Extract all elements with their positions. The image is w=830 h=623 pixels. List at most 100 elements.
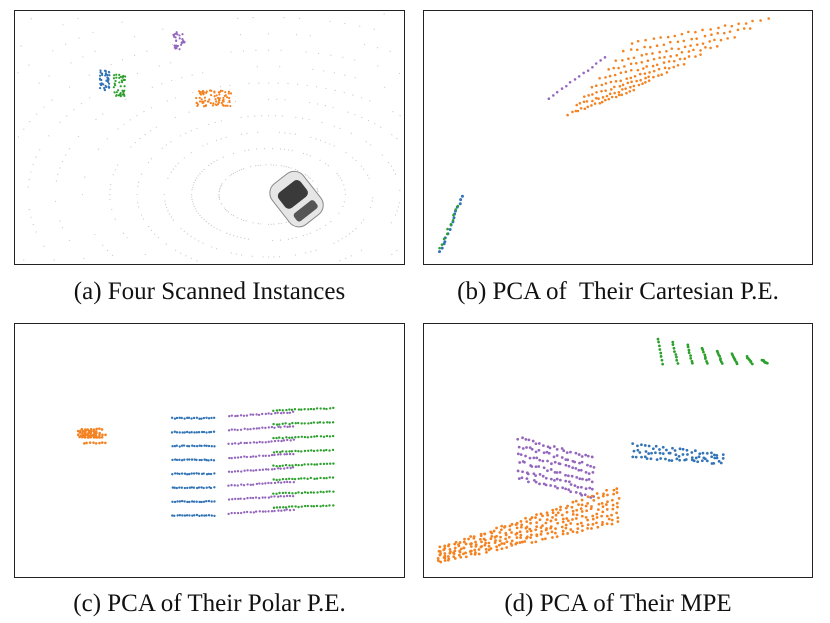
scan-point: [144, 253, 146, 256]
mpe-blue-point: [632, 449, 636, 453]
scan-point: [139, 137, 141, 140]
scan-point: [150, 107, 153, 109]
cartesian-orange-point: [600, 89, 603, 93]
mpe-orange-point: [487, 541, 491, 545]
mpe-purple-point: [584, 487, 588, 491]
cartesian-green-point: [438, 246, 441, 250]
mpe-orange-point: [590, 505, 593, 508]
mpe-purple-point: [592, 465, 596, 469]
mpe-orange-point: [554, 531, 557, 535]
scan-point: [202, 145, 204, 147]
mpe-orange-point: [480, 540, 483, 544]
mpe-blue-point: [659, 457, 663, 460]
scan-point: [370, 144, 372, 146]
scan-point: [43, 245, 45, 247]
cartesian-orange-point: [665, 71, 669, 74]
polar-purple-point: [249, 455, 252, 459]
scan-point: [157, 236, 159, 239]
mpe-orange-point: [515, 526, 519, 530]
polar-green-point: [319, 407, 322, 410]
cartesian-orange-point: [634, 61, 638, 65]
polar-orange-point: [87, 431, 90, 435]
polar-green-point: [312, 408, 316, 411]
mpe-green-point: [750, 362, 754, 366]
mpe-purple-point: [575, 475, 579, 479]
polar-purple-point: [288, 494, 292, 498]
cartesian-orange-point: [620, 93, 624, 97]
cartesian-orange-point: [710, 33, 713, 37]
polar-purple-point: [279, 494, 282, 498]
instance-orange-point: [201, 100, 204, 103]
scan-point: [102, 113, 104, 115]
cartesian-orange-point: [566, 113, 569, 117]
cartesian-orange-point: [744, 22, 748, 25]
scan-point: [129, 119, 131, 121]
instance-orange-point: [224, 94, 227, 97]
mpe-orange-point: [478, 537, 482, 541]
polar-purple-point: [252, 427, 255, 430]
scan-point: [285, 221, 287, 223]
scan-point: [312, 180, 314, 182]
scan-point: [216, 159, 218, 161]
mpe-orange-point: [504, 537, 507, 541]
scan-point: [377, 65, 379, 67]
polar-purple-point: [270, 453, 274, 457]
instance-orange-point: [229, 92, 233, 95]
cartesian-orange-point: [621, 59, 624, 62]
polar-purple-point: [233, 484, 236, 487]
mpe-green-point: [689, 354, 692, 358]
scan-point: [232, 214, 235, 217]
scan-point: [172, 219, 174, 221]
polar-purple-point: [282, 411, 286, 414]
instance-orange-point: [201, 92, 204, 95]
cartesian-orange-point: [575, 103, 579, 107]
scan-point: [254, 115, 256, 117]
mpe-orange-point: [483, 532, 486, 536]
mpe-orange-point: [611, 507, 615, 511]
polar-orange-point: [93, 431, 96, 435]
mpe-orange-point: [565, 510, 569, 514]
polar-green-point: [281, 437, 284, 440]
scan-point: [278, 131, 281, 133]
scan-point: [202, 242, 204, 244]
cartesian-orange-point: [678, 57, 682, 61]
scan-point: [360, 165, 362, 167]
scan-point: [321, 121, 323, 124]
polar-blue-point: [188, 431, 191, 434]
polar-green-point: [319, 476, 322, 480]
instance-green-point: [119, 75, 122, 78]
scan-point: [181, 77, 183, 79]
polar-purple-point: [289, 466, 292, 470]
polar-purple-point: [239, 414, 243, 417]
cartesian-orange-point: [708, 40, 711, 43]
polar-green-point: [272, 451, 276, 454]
cartesian-orange-point: [667, 66, 671, 70]
polar-green-point: [303, 491, 307, 494]
mpe-purple-point: [520, 476, 524, 480]
scan-point: [208, 223, 210, 225]
mpe-orange-point: [554, 507, 558, 511]
scan-point: [143, 111, 145, 113]
cartesian-orange-point: [590, 104, 593, 107]
mpe-purple-point: [525, 477, 529, 480]
mpe-purple-point: [580, 455, 584, 458]
mpe-green-point: [676, 362, 680, 365]
mpe-purple-point: [567, 474, 570, 478]
scan-point: [240, 237, 242, 239]
polar-purple-point: [258, 454, 261, 457]
mpe-purple-point: [541, 474, 545, 478]
scan-point: [219, 229, 221, 231]
polar-orange-point: [95, 436, 99, 439]
polar-green-point: [307, 422, 310, 425]
cartesian-orange-point: [701, 42, 705, 45]
instance-orange-point: [195, 101, 198, 105]
mpe-purple-point: [535, 456, 539, 460]
scan-point: [109, 188, 111, 191]
polar-green-point: [288, 464, 291, 467]
scan-point: [391, 134, 393, 136]
polar-green-point: [282, 506, 285, 509]
polar-green-point: [315, 407, 319, 410]
scan-point: [32, 224, 34, 226]
mpe-orange-point: [464, 555, 468, 559]
mpe-blue-point: [631, 442, 635, 446]
